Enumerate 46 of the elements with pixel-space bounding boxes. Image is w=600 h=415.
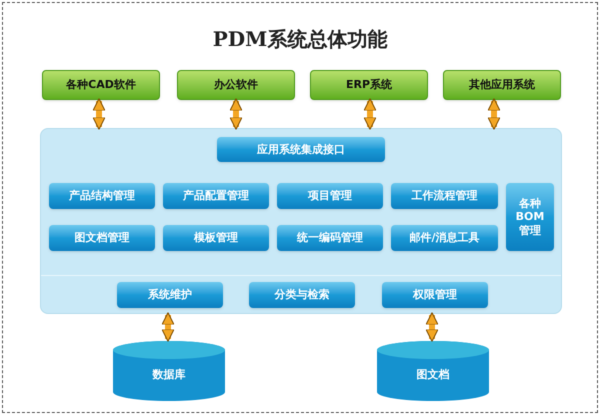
double-arrow [488, 98, 500, 130]
double-arrow [162, 312, 174, 342]
module-box [391, 225, 498, 251]
system-box [443, 70, 561, 100]
module-box [277, 183, 383, 209]
system-box [177, 70, 295, 100]
node-label: 产品结构管理 [69, 189, 135, 203]
module-box [277, 225, 383, 251]
double-arrow [230, 98, 242, 130]
node-label: 统一编码管理 [297, 231, 363, 245]
module-box [117, 282, 223, 308]
double-arrow [364, 98, 376, 130]
title: PDM系统总体功能 [212, 26, 388, 53]
node-label: 图文档 [416, 368, 450, 382]
module-box [217, 137, 385, 162]
node-label: 各种BOM管理 [514, 197, 546, 237]
node-label: 权限管理 [413, 288, 457, 302]
system-box [42, 70, 160, 100]
system-panel [40, 128, 562, 314]
double-arrow [426, 312, 438, 342]
node-label: 图文档管理 [74, 231, 130, 245]
node-label: 邮件/消息工具 [409, 231, 480, 245]
module-box [49, 225, 155, 251]
module-box [163, 225, 269, 251]
node-label: 应用系统集成接口 [257, 142, 345, 156]
node-label: 项目管理 [308, 189, 352, 203]
node-label: 数据库 [152, 368, 186, 382]
module-box [506, 183, 554, 251]
node-label: 办公软件 [214, 78, 258, 92]
node-label: 其他应用系统 [469, 78, 535, 92]
module-box [391, 183, 498, 209]
database-cylinder [112, 340, 226, 402]
node-label: 系统维护 [148, 288, 192, 302]
node-label: 分类与检索 [274, 288, 330, 302]
module-box [163, 183, 269, 209]
node-label: ERP系统 [346, 78, 392, 92]
node-label: 各种CAD软件 [66, 78, 136, 92]
module-box [382, 282, 488, 308]
double-arrow [92, 98, 106, 130]
module-box [49, 183, 155, 209]
module-box [249, 282, 355, 308]
node-label: 工作流程管理 [412, 189, 478, 203]
node-label: 产品配置管理 [183, 189, 249, 203]
node-label: 模板管理 [194, 231, 238, 245]
database-cylinder [376, 340, 490, 402]
system-box [310, 70, 428, 100]
